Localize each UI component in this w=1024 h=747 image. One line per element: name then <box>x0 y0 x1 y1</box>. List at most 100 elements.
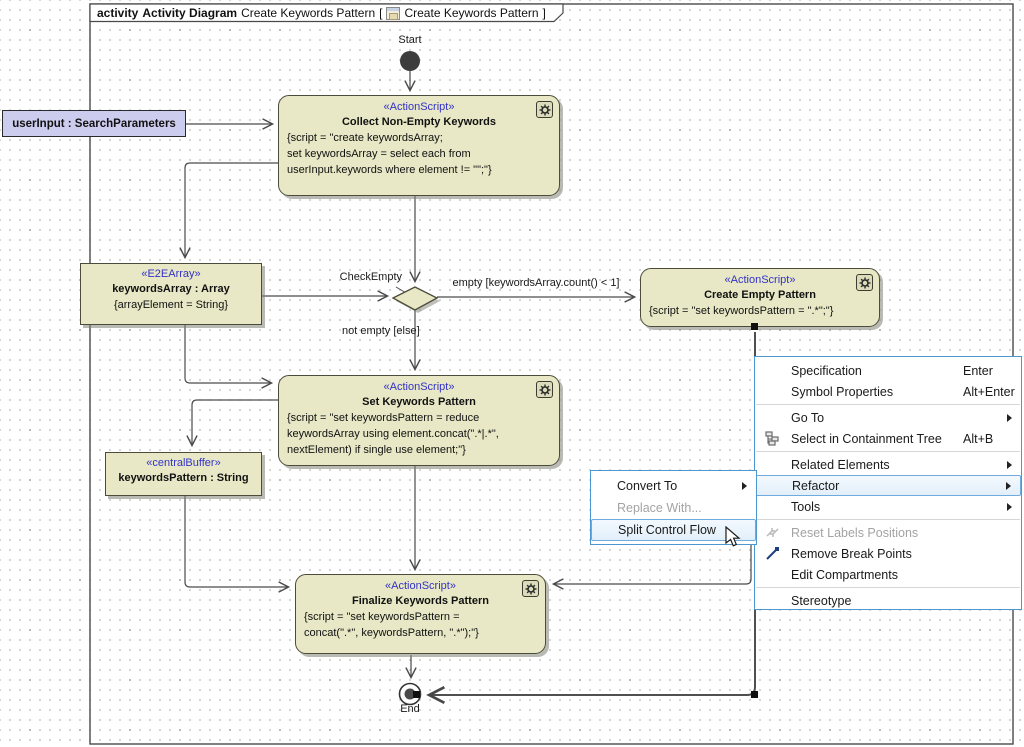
submenu-arrow-icon <box>1007 413 1012 422</box>
createempty-name: Create Empty Pattern <box>704 289 816 301</box>
diagram-icon <box>386 6 401 20</box>
collect-script-line: userInput.keywords where element != "";"… <box>287 164 492 176</box>
edge-into-finalize-right[interactable] <box>551 470 752 590</box>
menu-item-label: Tools <box>791 499 821 514</box>
edge-keywordspattern-to-finalize[interactable] <box>184 496 291 593</box>
finalize-stereotype: «ActionScript» <box>385 580 456 592</box>
setpattern-stereotype: «ActionScript» <box>383 381 455 393</box>
frame-ref-name: Create Keywords Pattern <box>404 6 539 20</box>
guard-empty-label[interactable]: empty [keywordsArray.count() < 1] <box>452 277 620 289</box>
menu-item-reset-labels-positions[interactable]: Reset Labels Positions <box>755 522 1021 543</box>
edge-handle[interactable] <box>751 691 758 698</box>
finalize-script-line: {script = "set keywordsPattern = <box>304 611 460 623</box>
submenu-arrow-icon <box>1007 460 1012 469</box>
submenu-item-replace-with[interactable]: Replace With... <box>591 497 756 519</box>
action-script-icon <box>536 101 553 118</box>
submenu-arrow-icon <box>742 482 747 490</box>
mouse-cursor <box>725 526 741 547</box>
node-collect-keywords[interactable]: «ActionScript» Collect Non-Empty Keyword… <box>278 95 560 196</box>
remove-break-points-icon <box>763 545 781 563</box>
submenu-arrow-icon <box>1006 481 1011 490</box>
guard-not-empty-label[interactable]: not empty [else] <box>342 325 420 337</box>
edge-handle[interactable] <box>751 323 758 330</box>
edge-handle[interactable] <box>413 691 420 698</box>
refactor-submenu: Convert To Replace With... Split Control… <box>590 470 757 545</box>
action-script-icon <box>536 381 553 398</box>
frame-name: Create Keywords Pattern <box>241 6 376 20</box>
frame-header: activity Activity Diagram Create Keyword… <box>97 6 546 20</box>
menu-item-label: Edit Compartments <box>791 567 898 582</box>
menu-item-remove-break-points[interactable]: Remove Break Points <box>755 543 1021 564</box>
menu-item-edit-compartments[interactable]: Edit Compartments <box>755 564 1021 585</box>
reset-labels-icon <box>763 524 781 542</box>
menu-shortcut: Alt+Enter <box>963 384 1015 399</box>
edge-collect-to-keywordsarray[interactable] <box>179 162 278 260</box>
menu-item-label: Select in Containment Tree <box>791 431 942 446</box>
menu-item-label: Related Elements <box>791 457 890 472</box>
action-script-icon <box>522 580 539 597</box>
setpattern-script-line: {script = "set keywordsPattern = reduce <box>287 412 480 424</box>
createempty-script-line: {script = "set keywordsPattern = ".*";"} <box>649 305 834 317</box>
menu-item-label: Symbol Properties <box>791 384 894 399</box>
menu-item-stereotype[interactable]: Stereotype <box>755 590 1021 611</box>
context-menu: Specification Enter Symbol Properties Al… <box>754 356 1022 610</box>
menu-item-related-elements[interactable]: Related Elements <box>755 454 1021 475</box>
menu-item-symbol-properties[interactable]: Symbol Properties Alt+Enter <box>755 381 1021 402</box>
submenu-arrow-icon <box>1007 502 1012 511</box>
action-script-icon <box>856 274 873 291</box>
node-set-keywords-pattern[interactable]: «ActionScript» Set Keywords Pattern {scr… <box>278 375 560 466</box>
collect-stereotype: «ActionScript» <box>383 101 455 113</box>
start-node[interactable] <box>400 51 420 71</box>
collect-name: Collect Non-Empty Keywords <box>341 116 497 128</box>
collect-script-line: {script = "create keywordsArray; <box>287 132 443 144</box>
decision-label[interactable]: CheckEmpty <box>339 271 402 283</box>
submenu-item-convert-to[interactable]: Convert To <box>591 475 756 497</box>
menu-item-label: Specification <box>791 363 862 378</box>
menu-item-label: Replace With... <box>617 501 702 515</box>
node-create-empty-pattern[interactable]: «ActionScript» Create Empty Pattern {scr… <box>640 268 880 327</box>
setpattern-script-line: keywordsArray using element.concat(".*|.… <box>287 428 499 440</box>
menu-shortcut: Enter <box>963 363 993 378</box>
menu-item-label: Go To <box>791 410 825 425</box>
menu-item-tools[interactable]: Tools <box>755 496 1021 517</box>
menu-separator <box>756 451 1020 452</box>
end-node-core <box>404 688 416 700</box>
node-keywordspattern[interactable]: «centralBuffer» keywordsPattern : String <box>105 452 262 496</box>
keywordsarray-tag: {arrayElement = String} <box>113 299 229 311</box>
end-label[interactable]: End <box>400 703 420 715</box>
menu-item-go-to[interactable]: Go To <box>755 407 1021 428</box>
setpattern-script-line: nextElement) if single use element;"} <box>287 444 466 456</box>
keywordsarray-stereotype: «E2EArray» <box>141 268 201 280</box>
submenu-item-split-control-flow[interactable]: Split Control Flow <box>591 519 756 541</box>
menu-item-label: Stereotype <box>791 593 852 608</box>
node-finalize-keywords-pattern[interactable]: «ActionScript» Finalize Keywords Pattern… <box>295 574 546 654</box>
frame-type: Activity Diagram <box>142 6 238 20</box>
node-keywordsarray[interactable]: «E2EArray» keywordsArray : Array {arrayE… <box>80 263 262 325</box>
decision-node[interactable] <box>391 286 439 311</box>
setpattern-name: Set Keywords Pattern <box>362 396 476 408</box>
collect-script-line: set keywordsArray = select each from <box>287 148 471 160</box>
menu-item-refactor[interactable]: Refactor <box>755 475 1021 496</box>
finalize-name: Finalize Keywords Pattern <box>352 595 489 607</box>
frame-bracket-close: ] <box>542 6 546 20</box>
start-label[interactable]: Start <box>398 34 422 46</box>
edge-setpattern-to-keywordspattern[interactable] <box>186 399 278 448</box>
menu-item-specification[interactable]: Specification Enter <box>755 360 1021 381</box>
edge-keywordsarray-to-setpattern[interactable] <box>184 325 274 389</box>
menu-item-label: Split Control Flow <box>618 523 716 537</box>
menu-item-label: Remove Break Points <box>791 546 912 561</box>
frame-bracket-open: [ <box>379 6 383 20</box>
node-userinput[interactable]: userInput : SearchParameters <box>2 110 186 137</box>
keywordspattern-stereotype: «centralBuffer» <box>146 457 221 469</box>
frame-header-shape <box>89 3 564 23</box>
containment-tree-icon <box>763 430 781 448</box>
userinput-name: userInput : SearchParameters <box>12 117 176 130</box>
menu-item-label: Reset Labels Positions <box>791 525 919 540</box>
keywordspattern-name: keywordsPattern : String <box>118 472 249 484</box>
keywordsarray-name: keywordsArray : Array <box>112 283 230 295</box>
menu-item-select-in-containment-tree[interactable]: Select in Containment Tree Alt+B <box>755 428 1021 449</box>
menu-separator <box>756 519 1020 520</box>
frame-keyword: activity <box>97 6 139 20</box>
